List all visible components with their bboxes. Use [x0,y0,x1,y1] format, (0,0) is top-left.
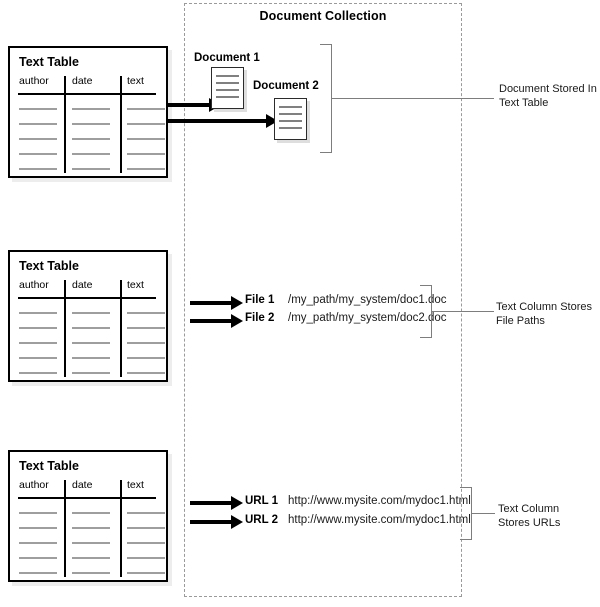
table-row [127,123,165,125]
table-header-row: author date text [10,75,166,92]
table-title: Text Table [19,55,79,69]
table-row [127,527,165,529]
column-header-author: author [19,479,49,491]
column-divider [120,280,122,377]
arrow-to-file-2 [190,314,243,328]
table-header-row: author date text [10,279,166,296]
column-header-text: text [127,279,144,291]
table-row [72,138,110,140]
url-1-label: URL 1 [245,495,279,507]
file-1-path: /my_path/my_system/doc1.doc [288,294,447,306]
column-header-author: author [19,279,49,291]
arrow-to-url-2 [190,515,243,529]
table-row [127,512,165,514]
annotation-urls: Text Column Stores URLs [498,503,561,529]
table-row [127,108,165,110]
file-2-path: /my_path/my_system/doc2.doc [288,312,447,324]
table-row [72,372,110,374]
text-table-file-paths: Text Table author date text [8,250,168,382]
column-header-text: text [127,479,144,491]
arrow-to-file-1 [190,296,243,310]
table-title: Text Table [19,459,79,473]
table-row [127,557,165,559]
column-header-author: author [19,75,49,87]
table-row [19,512,57,514]
document-1-icon [211,67,244,109]
url-2-label: URL 2 [245,514,279,526]
table-row [127,327,165,329]
table-row [19,108,57,110]
table-row [127,312,165,314]
table-row [72,312,110,314]
document-collection-boundary [184,3,462,597]
table-row [127,342,165,344]
table-row [19,153,57,155]
arrow-to-document-1 [168,98,221,112]
table-row [72,153,110,155]
table-title: Text Table [19,259,79,273]
table-row [19,342,57,344]
table-row [72,342,110,344]
table-row [72,327,110,329]
table-row [19,168,57,170]
table-row [19,312,57,314]
table-row [72,123,110,125]
column-header-date: date [72,279,93,291]
file-1-label: File 1 [245,294,275,306]
table-row [127,372,165,374]
column-divider [64,76,66,173]
annotation-documents: Document Stored In Text Table [499,83,597,109]
table-row [127,168,165,170]
table-row [19,557,57,559]
arrow-to-document-2 [168,114,278,128]
column-header-text: text [127,75,144,87]
table-row [19,542,57,544]
table-row [72,572,110,574]
table-header-row: author date text [10,479,166,496]
table-row [19,123,57,125]
table-row [19,327,57,329]
header-rule [18,497,156,499]
document-1-label: Document 1 [194,52,260,64]
table-row [72,357,110,359]
column-header-date: date [72,75,93,87]
header-rule [18,297,156,299]
document-2-icon [274,98,307,140]
table-row [72,527,110,529]
document-2-label: Document 2 [253,80,319,92]
table-row [127,138,165,140]
column-divider [120,76,122,173]
table-row [19,357,57,359]
table-row [19,372,57,374]
table-row [72,557,110,559]
url-2-value[interactable]: http://www.mysite.com/mydoc1.html [288,514,471,526]
table-row [19,572,57,574]
callout-line-file-paths [431,311,494,313]
table-row [127,357,165,359]
column-header-date: date [72,479,93,491]
callout-line-documents [331,98,494,100]
table-row [72,512,110,514]
annotation-file-paths: Text Column Stores File Paths [496,301,592,327]
callout-line-urls [471,513,495,515]
header-rule [18,93,156,95]
file-2-label: File 2 [245,312,275,324]
text-table-documents: Text Table author date text [8,46,168,178]
table-row [127,572,165,574]
column-divider [120,480,122,577]
text-table-urls: Text Table author date text [8,450,168,582]
column-divider [64,280,66,377]
table-row [127,542,165,544]
url-1-value[interactable]: http://www.mysite.com/mydoc1.html [288,495,471,507]
table-row [72,108,110,110]
table-row [19,138,57,140]
column-divider [64,480,66,577]
table-row [19,527,57,529]
table-row [72,168,110,170]
arrow-to-url-1 [190,496,243,510]
document-collection-title: Document Collection [259,9,387,23]
table-row [72,542,110,544]
table-row [127,153,165,155]
